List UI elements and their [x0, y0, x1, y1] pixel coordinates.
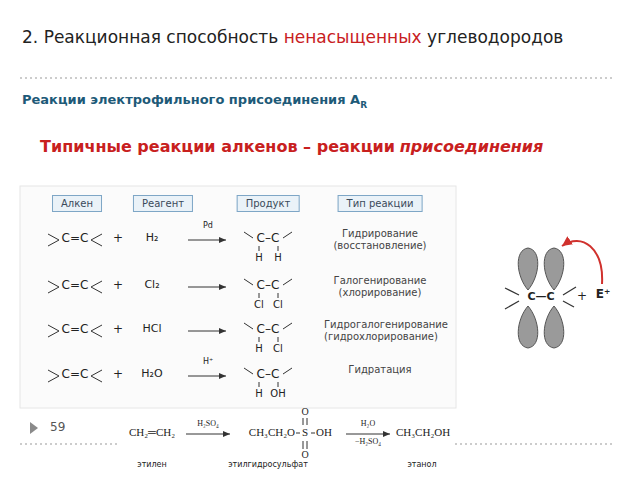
plus-sign: +	[113, 279, 123, 293]
reaction-type: Гидрирование (восстановление)	[324, 228, 436, 251]
header-text: Тип реакции	[347, 198, 414, 209]
formula: CH₂═CH₂	[129, 426, 175, 439]
plus-sign: +	[113, 232, 123, 246]
slide-title: 2. Реакционная способность ненасыщенных …	[22, 28, 563, 48]
compound-name: этанол	[407, 460, 436, 469]
formula: OH	[316, 426, 332, 439]
header-text: Алкен	[61, 198, 93, 209]
column-header-box: Продукт	[237, 195, 300, 212]
reagent-formula: H₂O	[141, 368, 162, 381]
slide-marker	[30, 422, 38, 434]
structure-bonds	[48, 232, 292, 387]
alkene-formula: C=C	[62, 323, 89, 337]
table-panel	[20, 186, 456, 408]
product-formula: C–C	[257, 323, 280, 337]
reaction-type: Галогенирование (хлорирование)	[324, 275, 436, 298]
compound-name: этилен	[137, 460, 167, 469]
subtitle: Реакции электрофильного присоединения AR	[22, 90, 367, 111]
compound-name: этилгидросульфат	[228, 460, 308, 469]
electrophile-label: E⁺	[596, 288, 611, 302]
reagent-label: H₂O	[361, 419, 375, 428]
alkene-formula: C=C	[62, 232, 89, 246]
section-heading-part: присоединения	[400, 137, 544, 156]
column-header-box: Реагент	[133, 195, 193, 212]
subtitle-part: Реакции электрофильного присоединения A	[22, 92, 360, 107]
substituent: H	[274, 252, 282, 264]
product-formula: C–C	[257, 232, 280, 246]
substituent: OH	[270, 388, 285, 400]
alkene-formula: C=C	[62, 368, 89, 382]
sigma-bonds	[505, 287, 576, 309]
bond-label: C—C	[526, 291, 555, 304]
plus-sign: +	[577, 290, 587, 304]
substituent: H	[255, 252, 263, 264]
reagent-formula: HCl	[142, 323, 161, 336]
dotted-rule	[20, 78, 612, 79]
dotted-rule	[20, 444, 118, 445]
sulfate-bonds	[296, 418, 315, 449]
substituent: Cl	[254, 299, 264, 311]
formula: CH₃CH₂O	[249, 426, 295, 439]
substituent: Cl	[273, 299, 283, 311]
formula: O	[301, 449, 308, 461]
header-text: Продукт	[246, 198, 291, 209]
reagent-formula: Cl₂	[144, 279, 159, 292]
catalyst-label: H⁺	[203, 357, 213, 366]
header-text: Реагент	[142, 198, 184, 209]
reaction-arrow	[346, 434, 390, 435]
subtitle-part: R	[360, 100, 367, 110]
reagent-label: −H₂SO₄	[355, 437, 381, 446]
column-header-box: Алкен	[52, 195, 102, 212]
product-formula: C–C	[257, 368, 280, 382]
reagent-label: H₂SO₄	[197, 419, 219, 428]
section-heading-part: Типичные реакции алкенов – реакции	[40, 137, 395, 156]
product-formula: C–C	[257, 279, 280, 293]
reaction-type: Гидратация	[324, 364, 436, 376]
formula: O	[301, 406, 308, 418]
formula: CH₃CH₂OH	[396, 426, 450, 439]
dotted-rule	[455, 444, 612, 445]
slide-number: 59	[50, 421, 65, 435]
section-heading: Типичные реакции алкенов – реакции присое…	[40, 138, 543, 156]
alkene-formula: C=C	[62, 279, 89, 293]
catalyst-label: Pd	[203, 221, 213, 230]
substituent: Cl	[273, 343, 283, 355]
p-orbitals	[518, 248, 564, 348]
reaction-type: Гидрогалогенирование (гидрохлорирование)	[324, 319, 436, 342]
plus-sign: +	[113, 368, 123, 382]
plus-sign: +	[113, 323, 123, 337]
reaction-arrow	[186, 434, 230, 435]
substituent: H	[255, 343, 263, 355]
substituent: H	[255, 388, 263, 400]
formula: S	[302, 426, 308, 439]
attack-arrow	[562, 241, 602, 284]
column-header-box: Тип реакции	[338, 195, 423, 212]
reagent-formula: H₂	[146, 232, 159, 245]
